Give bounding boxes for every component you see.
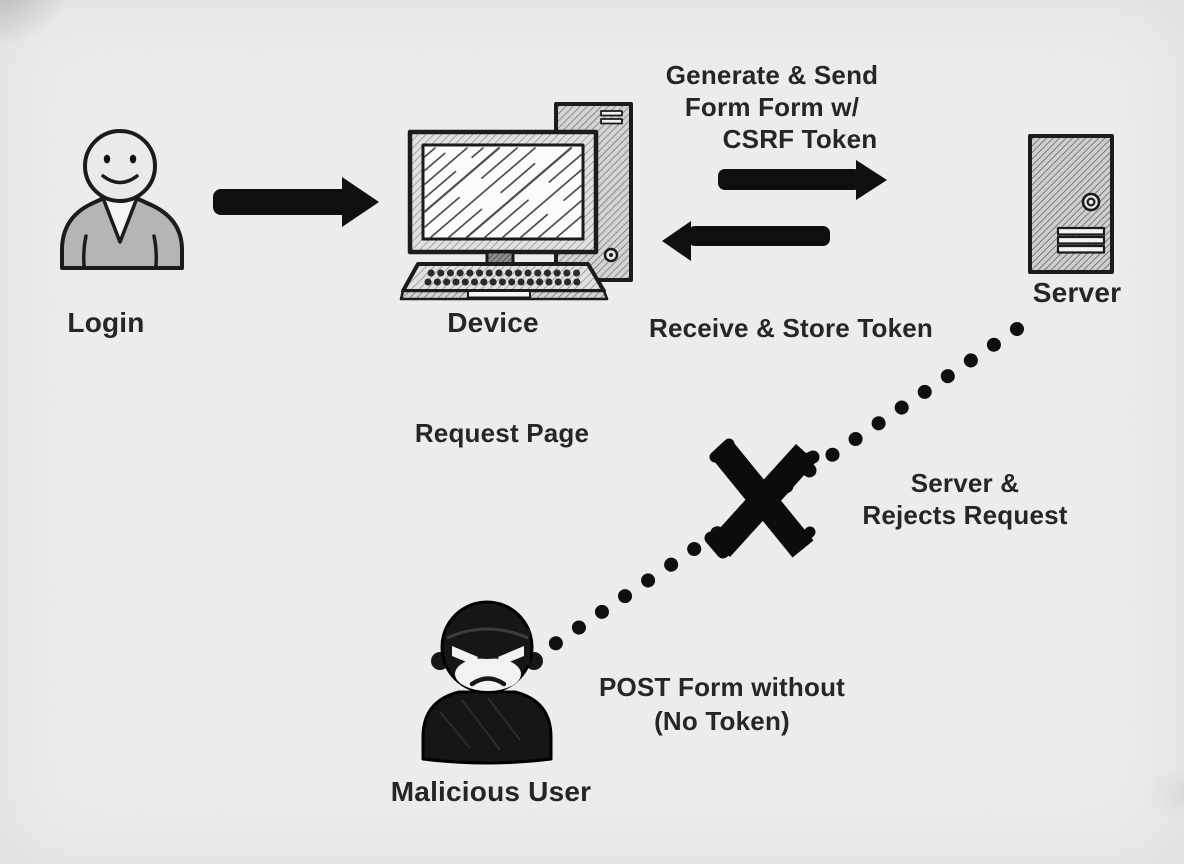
annotation-server-rejects: Server & Rejects Request	[862, 467, 1067, 531]
desktop-computer-icon	[399, 102, 633, 301]
arrow-login-to-device-icon	[213, 177, 379, 227]
annotation-server-rejects-line2: Rejects Request	[862, 500, 1068, 530]
label-malicious-user: Malicious User	[390, 776, 592, 807]
screen-sketch-lines	[424, 146, 582, 238]
annotation-post-form-line1: POST Form without	[598, 672, 846, 702]
annotation-generate-send-line1: Generate & Send	[665, 60, 879, 90]
label-login: Login	[67, 307, 145, 338]
annotation-server-rejects-line1: Server &	[910, 468, 1020, 498]
annotation-generate-send: Generate & Send Form Form w/ CSRF Token	[666, 59, 879, 155]
annotation-post-form-line2: (No Token)	[654, 706, 790, 736]
annotation-receive-store: Receive & Store Token	[648, 313, 934, 343]
label-server: Server	[1032, 277, 1122, 308]
arrow-server-to-device-icon	[662, 221, 830, 261]
annotation-request-page: Request Page	[414, 418, 590, 448]
annotation-generate-send-line3: CSRF Token	[722, 124, 878, 154]
annotation-post-form: POST Form without (No Token)	[599, 670, 845, 738]
masked-user-icon	[421, 600, 553, 765]
annotation-generate-send-line2: Form Form w/	[684, 92, 860, 122]
label-device: Device	[447, 307, 539, 338]
person-icon	[60, 129, 184, 270]
server-tower-icon	[1028, 134, 1114, 274]
arrow-device-to-server-icon	[718, 160, 887, 200]
x-mark-icon	[704, 438, 820, 559]
